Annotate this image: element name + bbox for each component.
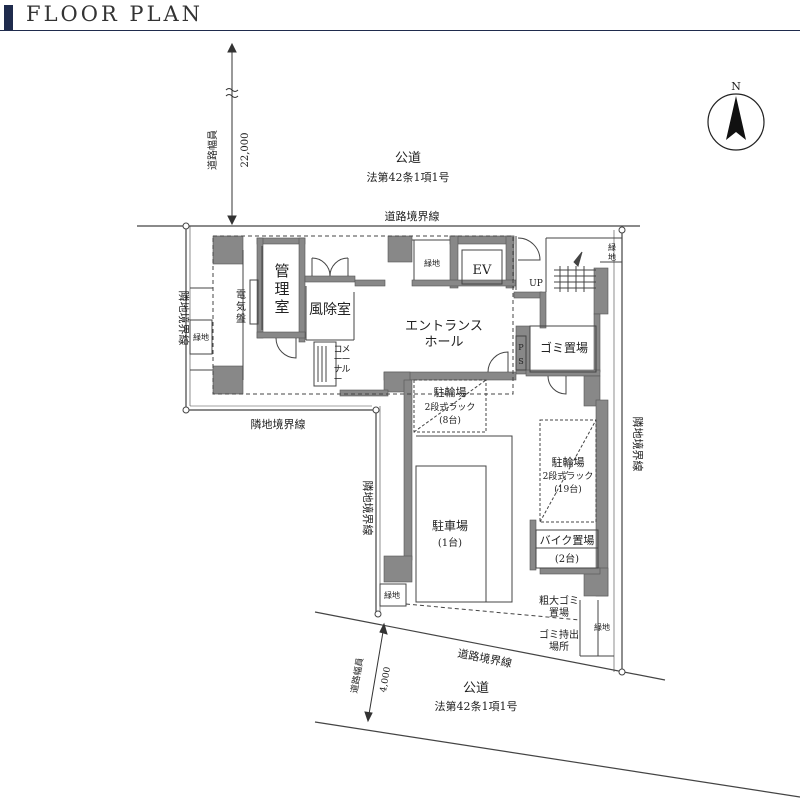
boundary-marker bbox=[618, 226, 626, 234]
bike-small-3: (8台) bbox=[439, 414, 461, 426]
building-walls bbox=[212, 235, 609, 597]
ps-s: S bbox=[518, 357, 523, 366]
motorbike-1: バイク置場 bbox=[540, 534, 595, 547]
gomi-mochidashi-1: ゴミ持出 bbox=[539, 628, 579, 641]
north-road-dimension bbox=[225, 42, 239, 226]
north-road-boundary-label: 道路境界線 bbox=[385, 209, 440, 223]
page-title: FLOOR PLAN bbox=[26, 2, 204, 26]
boundary-marker bbox=[182, 406, 190, 414]
ryokuchi-top: 緑地 bbox=[424, 258, 440, 268]
ryokuchi-lower-left: 緑地 bbox=[384, 590, 400, 600]
motorbike-2: (2台) bbox=[555, 552, 579, 565]
south-road-law: 法第42条1項1号 bbox=[435, 699, 518, 713]
denkiban-3: 盤 bbox=[236, 312, 246, 325]
stairs-up-label: UP bbox=[529, 279, 543, 289]
room-kanrishitsu-2: 理 bbox=[274, 280, 289, 298]
north-road-width-label: 道路幅員 bbox=[206, 130, 219, 170]
room-kanrishitsu-1: 管 bbox=[274, 262, 289, 280]
mail-3: ル bbox=[341, 365, 350, 375]
ps-p: P bbox=[518, 343, 524, 352]
header-rule bbox=[0, 30, 800, 31]
bike-small-2: 2段式ラック bbox=[425, 401, 476, 413]
mail-2: ー bbox=[341, 355, 350, 365]
south-road-name: 公道 bbox=[463, 681, 489, 696]
boundary-marker bbox=[618, 668, 626, 676]
north-road-name: 公道 bbox=[395, 151, 421, 166]
bike-small-1: 駐輪場 bbox=[434, 385, 467, 399]
south-road-boundary-label: 道路境界線 bbox=[456, 646, 513, 670]
neighbor-line-left-label: 隣地境界線 bbox=[177, 291, 191, 346]
room-entrance-2: ホール bbox=[424, 335, 463, 350]
car-parking-2: (1台) bbox=[438, 536, 462, 549]
north-road-law: 法第42条1項1号 bbox=[367, 170, 450, 184]
compass-north-label: N bbox=[731, 80, 741, 93]
page-header: FLOOR PLAN bbox=[0, 0, 800, 32]
room-entrance-1: エントランス bbox=[405, 319, 483, 334]
gomi-mochidashi-2: 場所 bbox=[549, 640, 569, 653]
mail-1: メ bbox=[341, 345, 350, 355]
denkiban-1: 電 bbox=[236, 289, 246, 301]
boundary-marker bbox=[374, 610, 382, 618]
boundary-marker bbox=[372, 406, 380, 414]
south-road-width-label: 道路幅員 bbox=[348, 657, 366, 695]
ryokuchi-top-right-1: 緑 bbox=[608, 242, 616, 252]
south-road-dimension bbox=[364, 622, 388, 723]
south-road-width-value: 4,000 bbox=[379, 666, 393, 693]
north-compass: N bbox=[707, 80, 765, 151]
room-ev: EV bbox=[473, 263, 492, 278]
south-road-boundary-line bbox=[314, 611, 666, 681]
neighbor-line-lower-left-label: 隣地境界線 bbox=[361, 481, 375, 536]
ryokuchi-top-right-2: 地 bbox=[608, 252, 616, 262]
mail-6: ナ bbox=[333, 364, 342, 375]
bike-large-3: (19台) bbox=[554, 483, 581, 495]
mail-5: ー bbox=[333, 355, 342, 365]
ryokuchi-lower-right: 緑地 bbox=[594, 622, 610, 632]
room-gomi: ゴミ置場 bbox=[540, 340, 588, 355]
ryokuchi-left: 緑地 bbox=[193, 332, 209, 342]
sodai-gomi-2: 置場 bbox=[549, 606, 569, 619]
room-fujoshitsu: 風除室 bbox=[309, 301, 351, 318]
boundary-marker bbox=[182, 222, 190, 230]
car-parking-1: 駐車場 bbox=[432, 518, 468, 533]
north-road-width-value: 22,000 bbox=[240, 133, 251, 168]
neighbor-line-right-label: 隣地境界線 bbox=[631, 417, 645, 472]
bike-large-1: 駐輪場 bbox=[552, 455, 585, 469]
mail-4: コ bbox=[333, 345, 342, 355]
south-road-far-edge bbox=[314, 721, 800, 798]
header-accent-bar bbox=[4, 5, 13, 30]
neighbor-line-mid-label: 隣地境界線 bbox=[251, 417, 306, 431]
room-kanrishitsu-3: 室 bbox=[274, 298, 289, 316]
room-labels: 管 理 室 電 気 盤 風除室 エントランス ホール メ ー ル コ ー ナ ー… bbox=[193, 242, 616, 653]
bike-large-2: 2段式ラック bbox=[543, 470, 594, 482]
sodai-gomi-1: 粗大ゴミ bbox=[539, 594, 579, 607]
mail-7: ー bbox=[333, 375, 342, 385]
site-lines bbox=[137, 225, 800, 798]
denkiban-2: 気 bbox=[236, 300, 246, 313]
